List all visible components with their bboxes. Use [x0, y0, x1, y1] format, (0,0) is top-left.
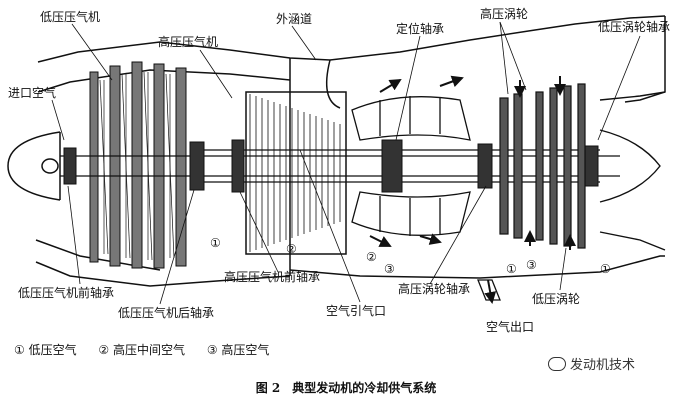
cooling-flow-arrows: [369, 75, 576, 304]
lp-turbine: [535, 83, 586, 249]
outer-casing: [35, 15, 666, 287]
bearings: [63, 139, 599, 193]
label-lp-comp-rear-bearing: 低压压气机后轴承: [118, 306, 215, 320]
label-air-outlet: 空气出口: [486, 320, 535, 334]
label-hp-comp-front-bearing: 高压压气机前轴承: [224, 270, 321, 284]
hp-compressor: [245, 91, 347, 255]
label-lp-turbine-bearing: 低压涡轮轴承: [598, 20, 671, 34]
label-inlet-air: 进口空气: [8, 86, 57, 100]
combustor: [351, 96, 471, 236]
label-locating-bearing: 定位轴承: [396, 22, 445, 36]
label-lp-turbine: 低压涡轮: [532, 292, 581, 306]
marker-1-c: ①: [600, 262, 611, 276]
lp-compressor: [89, 61, 187, 269]
air-outlet-duct: [477, 279, 501, 301]
leader-lines: [51, 21, 641, 305]
label-lp-compressor: 低压压气机: [40, 10, 101, 24]
marker-3-a: ③: [384, 262, 395, 276]
marker-1-a: ①: [210, 236, 221, 250]
watermark: 发动机技术: [548, 354, 635, 373]
marker-2-a: ②: [286, 242, 297, 256]
label-hp-turbine-top: 高压涡轮: [480, 7, 529, 21]
marker-3-b: ③: [526, 258, 537, 272]
legend: ① 低压空气 ② 高压中间空气 ③ 高压空气: [14, 343, 287, 357]
watermark-text: 发动机技术: [570, 358, 636, 373]
hp-turbine: [499, 93, 523, 239]
lp-compressor-blades: [99, 71, 175, 261]
legend-item-hp-intermediate: ② 高压中间空气: [98, 343, 185, 357]
legend-item-high-pressure: ③ 高压空气: [206, 343, 270, 357]
label-hp-compressor: 高压压气机: [158, 35, 219, 49]
nose-cone: [7, 131, 61, 201]
wechat-icon: [548, 357, 566, 371]
figure-caption: 图 2 典型发动机的冷却供气系统: [255, 381, 437, 395]
exhaust-cone: [599, 91, 666, 251]
legend-item-low-pressure: ① 低压空气: [14, 343, 77, 357]
label-hp-turbine-bearing: 高压涡轮轴承: [398, 282, 471, 296]
marker-2-b: ②: [366, 250, 377, 264]
label-bypass-duct: 外涵道: [276, 12, 313, 26]
label-lp-comp-front-bearing: 低压压气机前轴承: [18, 286, 115, 300]
label-bleed-port: 空气引气口: [326, 304, 387, 318]
marker-1-b: ①: [506, 262, 517, 276]
